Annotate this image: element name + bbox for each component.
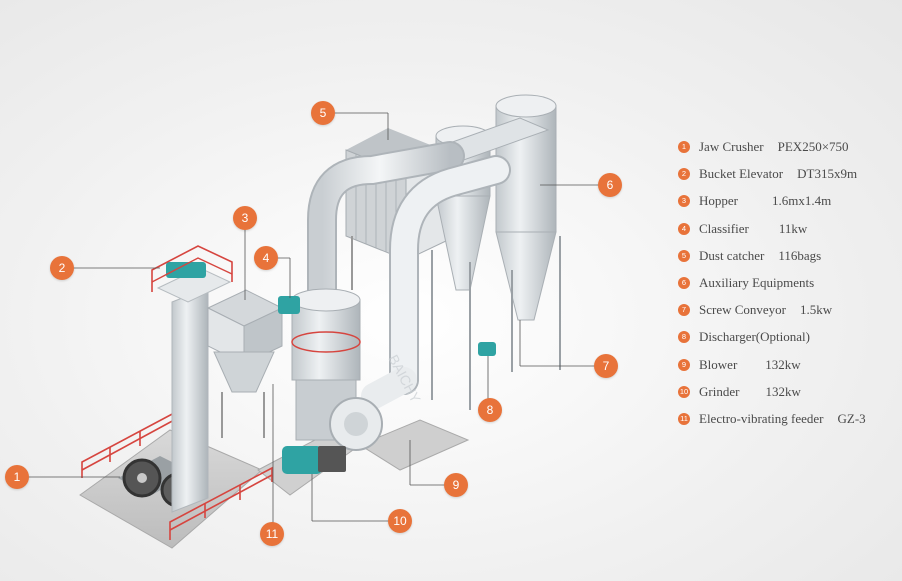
leader-lines [26,112,600,524]
legend-item: 6 Auxiliary Equipments [678,272,902,294]
callout-3: 3 [233,206,257,230]
legend-badge: 3 [678,195,690,208]
legend-name: Jaw Crusher [699,139,764,154]
callout-7: 7 [594,354,618,378]
legend-name: Bucket Elevator [699,166,784,182]
legend-name: Dust catcher [699,247,765,263]
legend-item: 9 Blower 132kw [678,354,902,376]
legend-name: Grinder [699,383,740,399]
legend-spec: 116bags [778,247,822,263]
legend-item: 8 Discharger(Optional) [678,326,902,348]
legend-spec: GZ-3 [837,410,866,426]
pit-railing [81,410,273,540]
callout-1: 1 [5,465,29,489]
grinder [278,288,361,441]
legend-badge: 4 [678,222,690,235]
callout-8: 8 [478,398,502,422]
legend-badge: 7 [678,304,690,317]
legend-spec: DT315x9m [797,166,858,182]
callout-10: 10 [388,509,412,533]
air-pipes [307,141,511,409]
callout-11: 11 [260,522,284,546]
legend-spec: 132kw [765,383,801,399]
legend-name: Discharger(Optional) [699,329,810,345]
legend-item: 10 Grinder 132kw [678,381,902,403]
cyclones [428,94,561,410]
legend-item: 2 Bucket Elevator DT315x9m [678,163,902,185]
legend-spec: 132kw [765,356,801,372]
legend-spec: 11kw [778,220,808,236]
hopper [206,289,284,438]
legend-item: 1 Jaw Crusher PEX250×750 [678,136,902,158]
legend-name: Auxiliary Equipments [699,274,815,290]
callout-2: 2 [50,256,74,280]
legend-badge: 9 [678,358,690,371]
legend-name: Screw Conveyor [699,302,787,318]
legend-spec: PEX250×750 [777,139,849,154]
callout-4: 4 [254,246,278,270]
legend-badge: 8 [678,331,690,344]
discharger [478,342,496,356]
legend-name: Electro-vibrating feeder [699,410,824,426]
legend-badge: 6 [678,276,690,289]
blower-pit [358,419,470,471]
legend-badge: 2 [678,168,690,181]
blower [282,397,383,474]
legend-name: Hopper [699,193,738,209]
legend-item: 11 Electro-vibrating feeder GZ-3 [678,408,902,430]
legend-badge: 10 [678,385,690,398]
legend-badge: 5 [678,249,690,262]
legend-name: Blower [699,356,738,372]
callout-5: 5 [311,101,335,125]
callout-9: 9 [444,473,468,497]
legend-badge: 1 [678,141,690,153]
legend-name: Classifier [699,220,749,236]
callout-6: 6 [598,173,622,197]
legend-badge: 11 [678,412,690,425]
legend-item: 7 Screw Conveyor 1.5kw [678,299,902,321]
legend-item: 5 Dust catcher 116bags [678,245,902,267]
legend-item: 3 Hopper 1.6mx1.4m [678,190,902,212]
legend-spec: 1.6mx1.4m [772,193,832,209]
legend-item: 4 Classifier 11kw [678,218,902,240]
bucket-elevator [151,245,233,513]
legend-spec: 1.5kw [800,302,833,318]
